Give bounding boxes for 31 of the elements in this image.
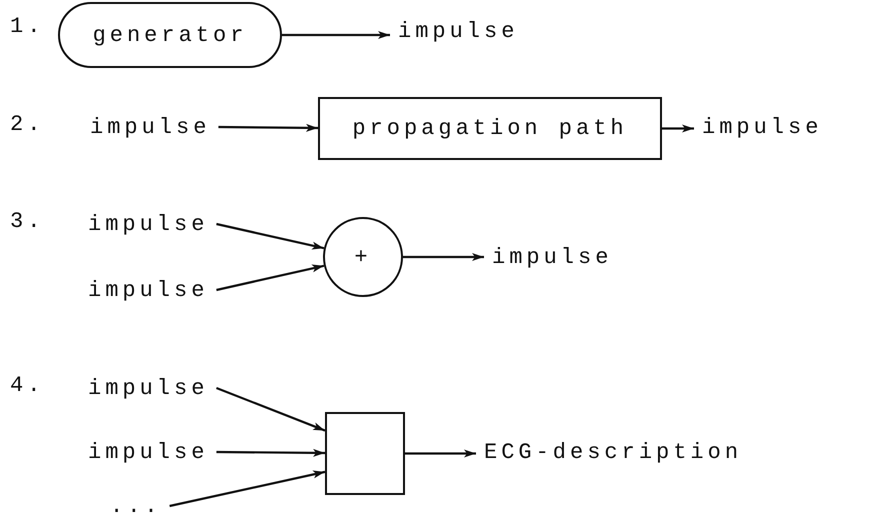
signal-label: impulse bbox=[90, 114, 210, 140]
signal-label: impulse bbox=[702, 114, 822, 140]
node-text: propagation path bbox=[352, 116, 628, 141]
signal-label: impulse bbox=[88, 440, 208, 464]
arrow bbox=[662, 124, 694, 132]
node-text: generator bbox=[92, 22, 248, 48]
arrow bbox=[405, 450, 476, 458]
step-number: 4. bbox=[10, 373, 44, 398]
arrow bbox=[216, 448, 326, 457]
signal-label: impulse bbox=[88, 376, 208, 400]
node-text: + bbox=[354, 244, 372, 270]
generator-box bbox=[58, 2, 282, 68]
process-box bbox=[318, 97, 662, 160]
arrow bbox=[169, 470, 326, 508]
step-number: 2. bbox=[10, 112, 44, 137]
arrow bbox=[282, 31, 390, 39]
arrow bbox=[216, 386, 326, 432]
signal-label: ECG-description bbox=[484, 440, 742, 464]
sum-circle bbox=[323, 217, 403, 297]
arrow bbox=[403, 253, 484, 261]
signal-label: impulse bbox=[492, 244, 612, 270]
step-number: 3. bbox=[10, 209, 44, 234]
arrow bbox=[216, 264, 324, 292]
arrow bbox=[218, 124, 318, 132]
arrow bbox=[216, 222, 324, 250]
signal-label: ... bbox=[110, 494, 162, 518]
process-box bbox=[325, 412, 405, 495]
step-number: 1. bbox=[10, 14, 44, 39]
signal-label: impulse bbox=[88, 278, 208, 302]
signal-label: impulse bbox=[88, 212, 208, 236]
signal-label: impulse bbox=[398, 18, 518, 44]
